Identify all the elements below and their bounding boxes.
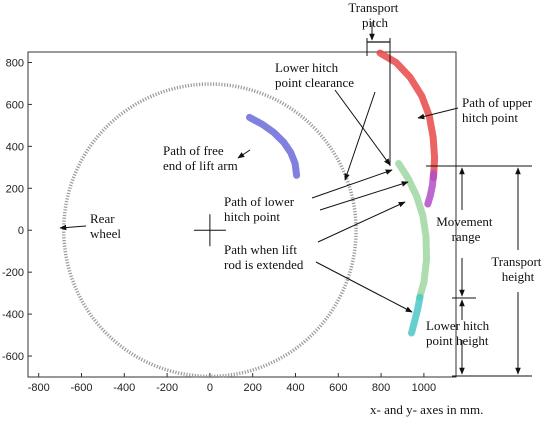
y-tick-label: 400 <box>6 141 24 153</box>
x-tick-label: 400 <box>286 382 304 394</box>
series-path-2 <box>424 170 437 208</box>
series-path-4 <box>408 293 424 337</box>
x-axis-ticks: -800 -600 -400 -200 0 200 400 600 800 1000 <box>28 373 436 394</box>
annot-transport-height: Transport height <box>491 254 544 284</box>
annot-transport-pitch: Transport pitch <box>348 0 401 30</box>
x-tick-label: -200 <box>156 382 178 394</box>
annot-free-end-path: Path of free end of lift arm <box>163 143 238 173</box>
leader-clearance-2 <box>344 91 376 181</box>
y-tick-label: 200 <box>6 183 24 195</box>
annot-lower-hitch-clearance: Lower hitch point clearance <box>275 60 354 90</box>
plot-area <box>27 51 457 378</box>
x-tick-label: -600 <box>70 382 92 394</box>
y-tick-label: -600 <box>2 351 24 363</box>
leader-upper-hitch <box>417 107 459 120</box>
annot-rear-wheel: Rear wheel <box>90 211 121 241</box>
annot-movement-range: Movement range <box>436 214 496 244</box>
x-tick-label: 600 <box>329 382 347 394</box>
x-tick-label: -800 <box>28 382 50 394</box>
axes-caption: x- and y- axes in mm. <box>370 402 483 417</box>
y-axis-ticks: -600 -400 -200 0 200 400 600 800 <box>2 57 32 363</box>
x-tick-label: 0 <box>207 382 213 394</box>
leader-lift-rod-2 <box>315 261 413 313</box>
x-tick-label: 800 <box>372 382 390 394</box>
leader-lift-rod-1 <box>317 201 406 243</box>
leader-rear-wheel <box>59 224 87 231</box>
annot-lower-hitch-height: Lower hitch point height <box>426 318 492 348</box>
leader-lower-hitch-2 <box>319 181 409 211</box>
leader-free-end <box>237 149 251 159</box>
annot-lift-rod-extended: Path when lift rod is extended <box>224 242 304 272</box>
rear-wheel-circle <box>61 82 358 379</box>
series-path-1 <box>376 49 439 182</box>
wheel-center-cross <box>193 214 226 247</box>
annot-lower-hitch-path: Path of lower hitch point <box>224 194 297 224</box>
leader-lower-hitch-1 <box>311 169 393 199</box>
x-tick-label: 200 <box>244 382 262 394</box>
x-tick-label: -400 <box>113 382 135 394</box>
series-path-0 <box>246 113 301 179</box>
annot-upper-hitch-path: Path of upper hitch point <box>462 95 535 125</box>
y-tick-label: 800 <box>6 57 24 69</box>
y-tick-label: -400 <box>2 309 24 321</box>
series-layer <box>246 49 439 337</box>
y-tick-label: 0 <box>18 225 24 237</box>
y-tick-label: 600 <box>6 99 24 111</box>
x-tick-label: 1000 <box>412 382 436 394</box>
y-tick-label: -200 <box>2 267 24 279</box>
series-path-3 <box>395 160 430 301</box>
